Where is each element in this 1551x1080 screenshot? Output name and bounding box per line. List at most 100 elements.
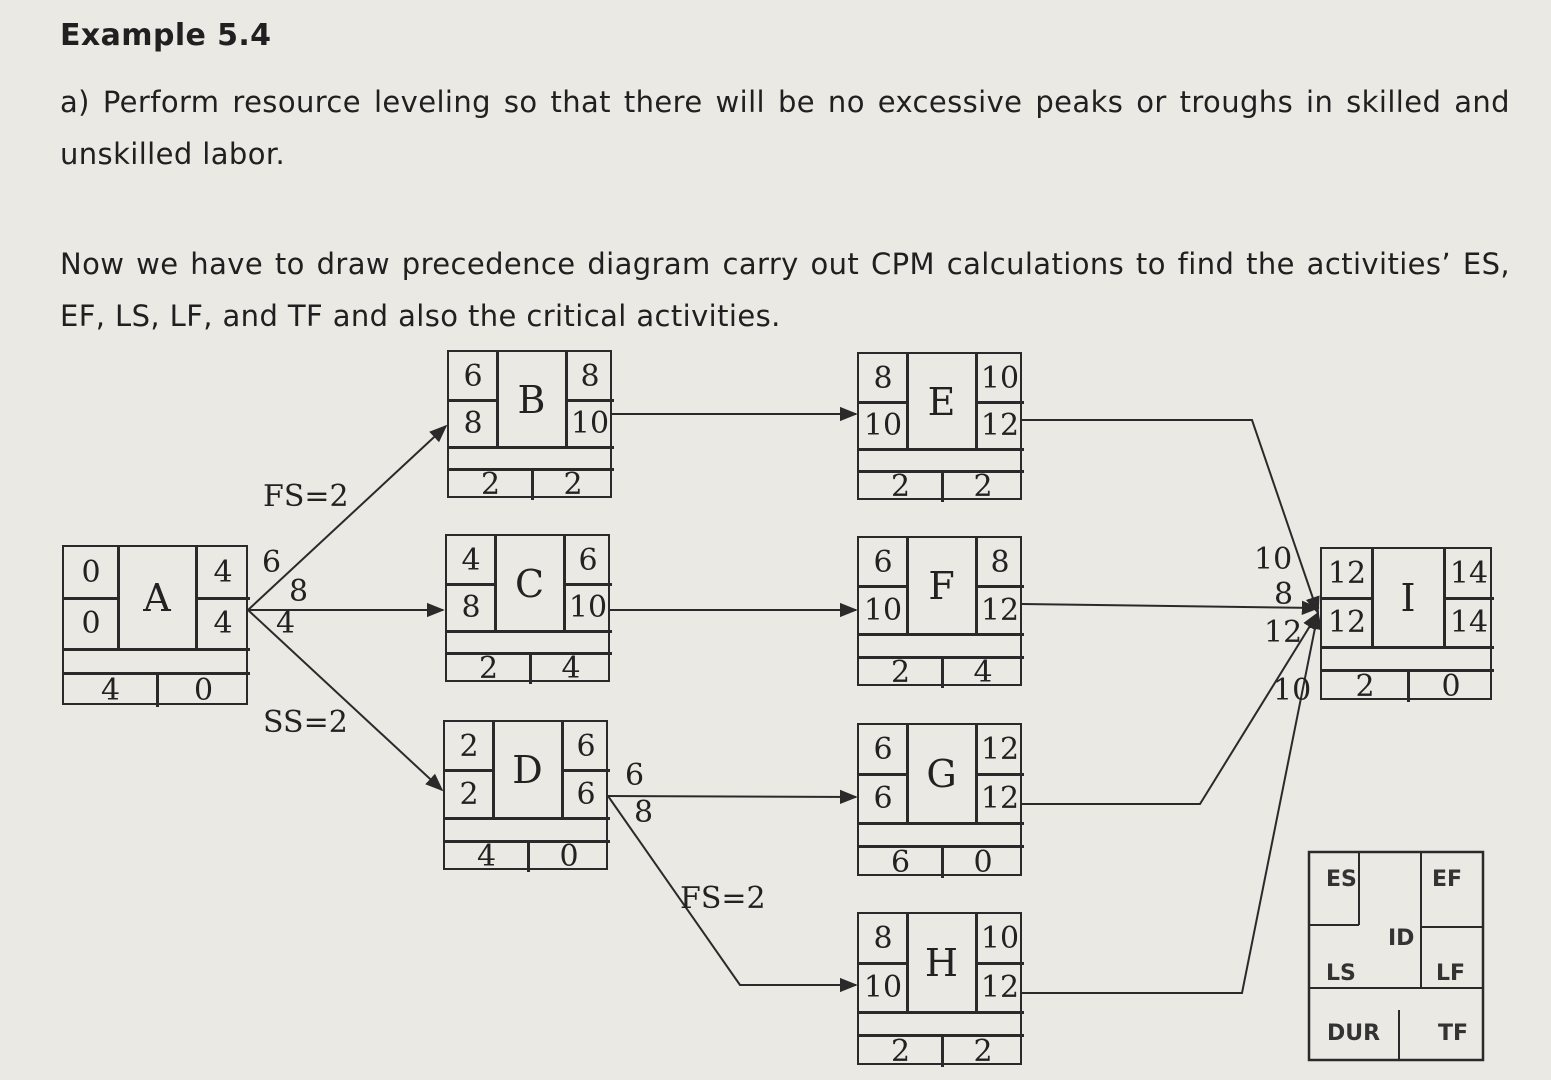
paragraph-b: Now we have to draw precedence diagram c… [60, 247, 1510, 333]
node-i-es: 12 [1327, 556, 1367, 591]
legend-dur: DUR [1327, 1021, 1380, 1046]
node-i-tf: 0 [1441, 668, 1461, 704]
node-grid-line [859, 585, 907, 588]
node-grid-line [859, 822, 1024, 825]
node-d-name: D [512, 748, 543, 792]
node-grid-line [445, 769, 493, 772]
node-b-tf: 2 [563, 467, 583, 502]
node-grid-line [906, 538, 909, 634]
legend-tf: TF [1438, 1021, 1468, 1046]
node-e-tf: 2 [973, 469, 993, 504]
legend-es: ES [1326, 867, 1357, 892]
label-i-in-10: 10 [1254, 542, 1292, 577]
node-b-name: B [517, 377, 546, 422]
node-c-tf: 4 [561, 651, 581, 686]
node-grid-line [976, 401, 1024, 404]
node-d-ef: 6 [576, 728, 596, 764]
link-e-i [1022, 419, 1320, 615]
node-a-lf: 4 [213, 606, 233, 641]
node-h-tf: 2 [973, 1033, 993, 1069]
node-c-ls: 8 [461, 590, 481, 625]
label-a-d-ss: SS=2 [263, 705, 348, 740]
node-e-dur: 2 [890, 469, 911, 504]
node-h-ef: 10 [980, 921, 1020, 956]
link-d-h [607, 795, 858, 993]
label-a-out-8: 8 [289, 574, 308, 609]
label-i-in-8: 8 [1274, 577, 1293, 612]
node-grid-line [976, 773, 1024, 776]
node-grid-line [859, 962, 907, 965]
label-a-out-6: 6 [262, 545, 281, 580]
node-grid-line [859, 1011, 1024, 1014]
node-e-ls: 10 [863, 408, 903, 443]
node-g-tf: 0 [973, 844, 993, 880]
node-b-es: 6 [463, 358, 483, 394]
node-b-ls: 8 [463, 406, 483, 441]
node-i-name: I [1400, 576, 1416, 620]
node-c-dur: 2 [478, 651, 499, 686]
node-f-dur: 2 [890, 655, 911, 690]
node-g-lf: 12 [980, 781, 1020, 816]
node-a-dur: 4 [100, 672, 121, 708]
node-grid-line [941, 657, 944, 688]
node-h-name: H [924, 941, 959, 985]
node-grid-line [529, 653, 532, 684]
node-a-ls: 0 [81, 606, 101, 641]
node-grid-line [531, 469, 534, 500]
node-grid-line [496, 352, 499, 447]
node-i-lf: 14 [1449, 605, 1489, 640]
node-grid-line [117, 547, 120, 649]
node-e-ef: 10 [980, 360, 1020, 396]
node-i-ls: 12 [1327, 605, 1367, 640]
node-f-name: F [928, 564, 955, 608]
legend-lf: LF [1436, 961, 1465, 986]
node-d-tf: 0 [559, 839, 579, 874]
node-grid-line [445, 817, 610, 820]
node-grid-line [859, 773, 907, 776]
node-b-ef: 8 [580, 358, 600, 394]
node-grid-line [1322, 646, 1494, 649]
node-grid-line [566, 399, 614, 402]
node-grid-line [941, 846, 944, 878]
node-d-lf: 6 [576, 776, 596, 812]
node-grid-line [494, 536, 497, 631]
node-grid-line [447, 630, 612, 633]
node-c-lf: 10 [568, 590, 608, 625]
legend-box: ES EF ID LS LF DUR TF [1307, 850, 1485, 1062]
link-a-d [247, 609, 444, 792]
label-d-out-6: 6 [625, 758, 644, 793]
node-b-lf: 10 [570, 406, 610, 441]
node-d-ls: 2 [459, 776, 479, 812]
node-grid-line [156, 673, 159, 707]
label-d-h-fs: FS=2 [680, 881, 766, 916]
node-grid-line [492, 722, 495, 818]
node-a-tf: 0 [193, 672, 214, 708]
node-h-dur: 2 [890, 1033, 911, 1069]
label-i-in-10b: 10 [1273, 673, 1311, 708]
node-grid-line [906, 354, 909, 449]
node-g-ls: 6 [873, 781, 893, 816]
node-grid-line [562, 769, 610, 772]
paragraph-a: a) Perform resource leveling so that the… [60, 85, 1510, 171]
node-e-name: E [927, 379, 956, 424]
node-a-name: A [143, 576, 171, 620]
link-a-b [247, 424, 448, 611]
node-i-dur: 2 [1355, 668, 1375, 704]
link-d-g [607, 789, 858, 805]
node-g-ef: 12 [980, 732, 1020, 767]
heading: Example 5.4 [60, 18, 272, 53]
label-a-out-4: 4 [276, 606, 295, 641]
node-h-lf: 12 [980, 970, 1020, 1005]
node-a-es: 0 [81, 555, 101, 590]
node-g-name: G [926, 752, 957, 796]
node-grid-line [976, 585, 1024, 588]
node-grid-line [976, 962, 1024, 965]
legend-ef: EF [1432, 867, 1462, 892]
node-grid-line [449, 399, 497, 402]
node-grid-line [1444, 597, 1494, 600]
node-f-ef: 8 [990, 544, 1010, 580]
